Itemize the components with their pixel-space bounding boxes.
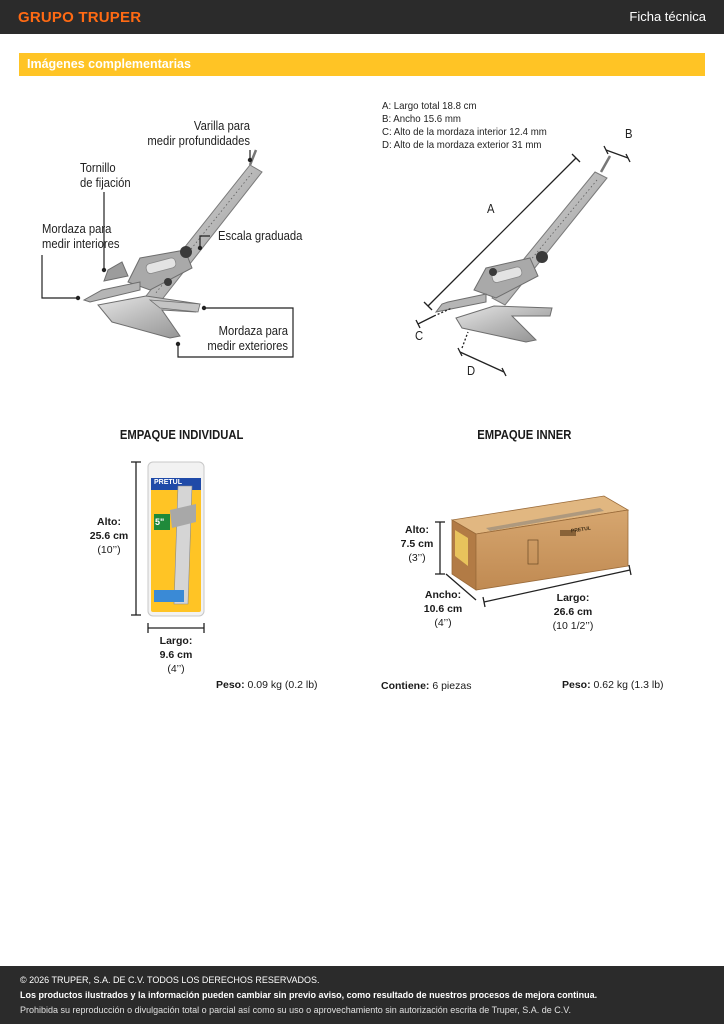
- individual-peso-label: Peso:: [216, 679, 245, 691]
- individual-alto-in: (10’’): [97, 544, 121, 556]
- dimension-lines: [415, 145, 631, 377]
- inner-alto-in: (3’’): [408, 552, 426, 564]
- label-mordaza-exteriores: Mordaza para medir exteriores: [207, 324, 288, 353]
- inner-largo-in: (10 1/2’’): [552, 620, 594, 632]
- label-tornillo: Tornillo de fijación: [80, 161, 131, 190]
- blister-package-illustration: [147, 461, 205, 617]
- top-bar: GRUPO TRUPER Ficha técnica: [0, 0, 724, 34]
- footer-copyright: © 2026 TRUPER, S.A. DE C.V. TODOS LOS DE…: [20, 975, 320, 985]
- inner-largo-label: Largo:: [556, 592, 590, 604]
- caliper-dimensions-illustration: [434, 155, 612, 343]
- inner-contiene-value: 6 piezas: [429, 680, 472, 692]
- individual-alto-cm: 25.6 cm: [89, 530, 129, 542]
- inner-alto: Alto: 7.5 cm (3’’): [394, 523, 440, 565]
- heading-empaque-individual: EMPAQUE INDIVIDUAL: [119, 428, 244, 442]
- brand-logo: GRUPO TRUPER: [18, 9, 142, 26]
- footer-notice: Los productos ilustrados y la informació…: [20, 990, 598, 1000]
- individual-peso: Peso: 0.09 kg (0.2 lb): [216, 679, 318, 691]
- inner-alto-label: Alto:: [405, 524, 429, 536]
- inner-ancho-cm: 10.6 cm: [423, 603, 463, 615]
- individual-largo-cm: 9.6 cm: [159, 649, 193, 661]
- inner-peso-label: Peso:: [562, 679, 591, 691]
- inner-contiene: Contiene: 6 piezas: [381, 680, 471, 692]
- label-mordaza-interiores: Mordaza para medir interiores: [42, 222, 120, 251]
- inner-largo: Largo: 26.6 cm (10 1/2’’): [542, 591, 604, 633]
- inner-largo-cm: 26.6 cm: [553, 606, 593, 618]
- caliper-parts-illustration: [82, 149, 263, 339]
- dimension-letter-b: B: [625, 127, 633, 141]
- heading-empaque-inner: EMPAQUE INNER: [477, 428, 572, 442]
- individual-dimension-lines: [131, 461, 205, 633]
- dimension-letter-a: A: [487, 202, 495, 216]
- inner-ancho-label: Ancho:: [424, 589, 462, 601]
- inner-box-illustration: [450, 495, 630, 591]
- individual-alto: Alto: 25.6 cm (10’’): [82, 515, 136, 557]
- dimension-letter-c: C: [415, 329, 424, 343]
- inner-peso-value: 0.62 kg (1.3 lb): [590, 679, 664, 691]
- blister-size: 5": [155, 517, 165, 527]
- inner-ancho: Ancho: 10.6 cm (4’’): [414, 588, 472, 630]
- dimension-b-text: B: Ancho 15.6 mm: [382, 113, 461, 125]
- inner-dimension-lines: [435, 521, 632, 608]
- individual-largo-label: Largo:: [159, 635, 193, 647]
- dimension-a-text: A: Largo total 18.8 cm: [382, 100, 477, 112]
- dimension-letter-d: D: [467, 364, 476, 378]
- inner-contiene-label: Contiene:: [381, 680, 430, 692]
- label-varilla: Varilla para medir profundidades: [147, 119, 250, 148]
- individual-largo: Largo: 9.6 cm (4’’): [148, 634, 204, 676]
- section-header: Imágenes complementarias: [19, 53, 705, 76]
- footer-prohibition: Prohibida su reproducción o divulgación …: [20, 1005, 571, 1015]
- individual-peso-value: 0.09 kg (0.2 lb): [244, 679, 318, 691]
- individual-alto-label: Alto:: [97, 516, 121, 528]
- inner-alto-cm: 7.5 cm: [400, 538, 434, 550]
- dimension-c-text: C: Alto de la mordaza interior 12.4 mm: [382, 126, 547, 138]
- dimension-d-text: D: Alto de la mordaza exterior 31 mm: [382, 139, 542, 151]
- section-title: Imágenes complementarias: [27, 57, 191, 71]
- individual-largo-in: (4’’): [167, 663, 185, 675]
- footer: © 2026 TRUPER, S.A. DE C.V. TODOS LOS DE…: [0, 966, 724, 1024]
- inner-peso: Peso: 0.62 kg (1.3 lb): [562, 679, 664, 691]
- inner-ancho-in: (4’’): [434, 617, 452, 629]
- blister-brand: PRETUL: [154, 479, 182, 486]
- page-title: Ficha técnica: [629, 9, 706, 24]
- label-escala-graduada: Escala graduada: [218, 229, 303, 243]
